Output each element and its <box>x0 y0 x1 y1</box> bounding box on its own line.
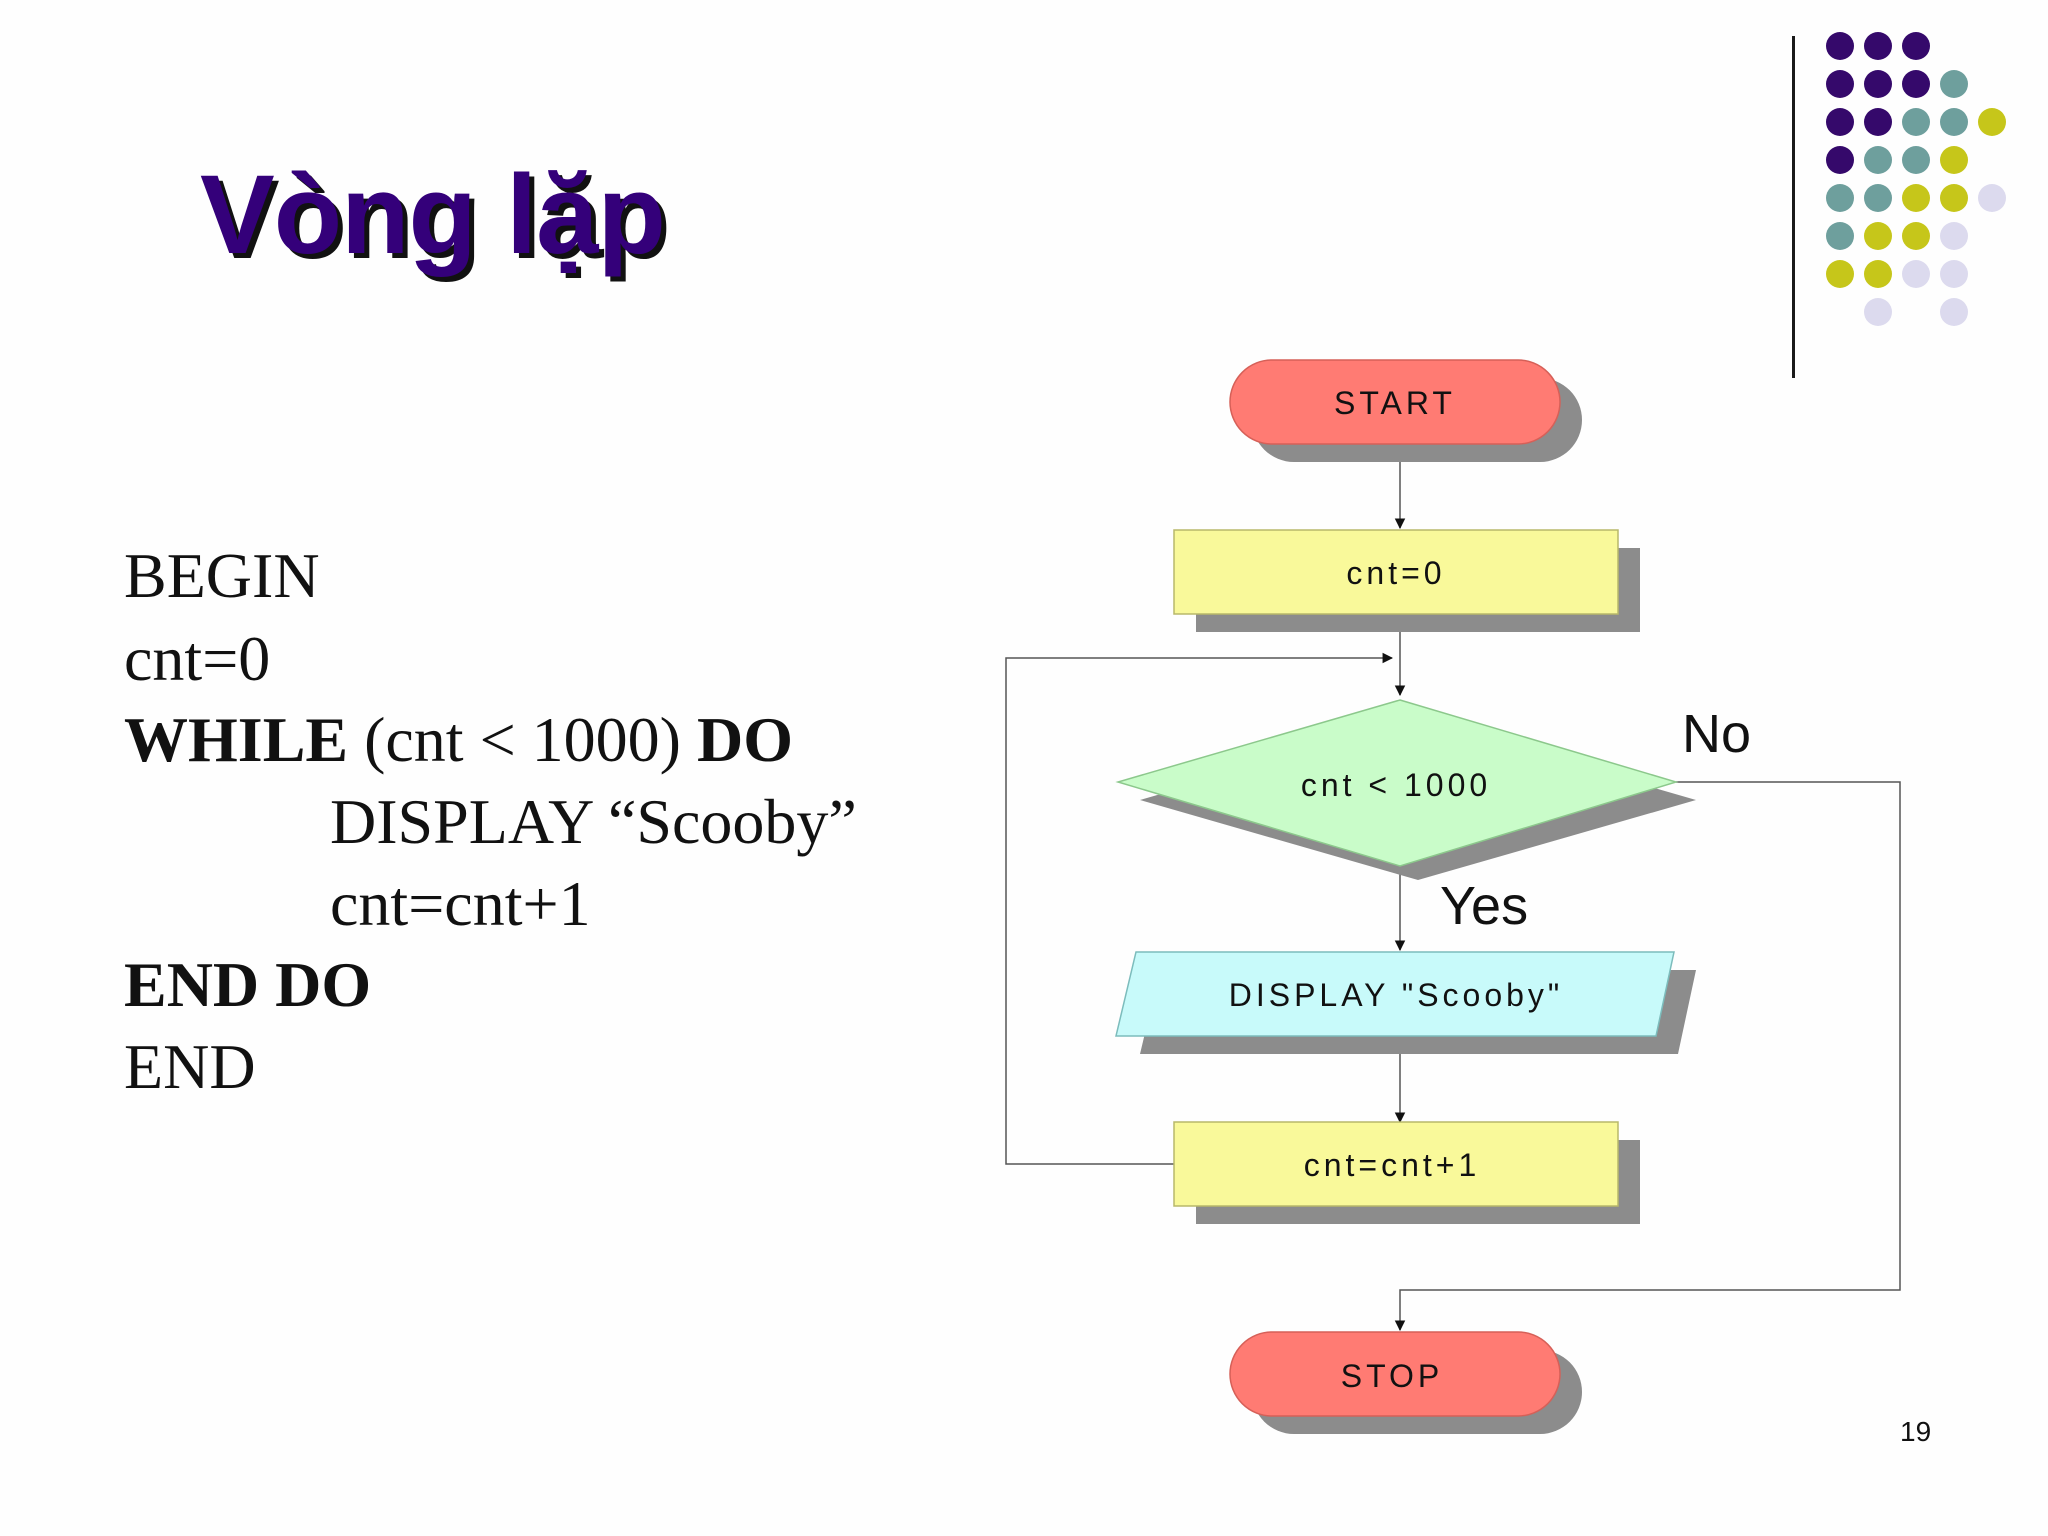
slide-title: Vòng lặp <box>200 152 666 277</box>
flow-start-node: START <box>1229 359 1582 462</box>
connector-loop-back <box>1005 652 1394 1165</box>
decor-dot <box>1826 146 1854 174</box>
flow-display-label: DISPLAY "Scooby" <box>1229 977 1564 1013</box>
code-while-condition: (cnt < 1000) <box>348 704 697 775</box>
decor-dot <box>1902 32 1930 60</box>
code-keyword-while: WHILE <box>124 704 349 775</box>
page-number: 19 <box>1900 1416 1932 1447</box>
connector-no-to-stop <box>1394 781 1901 1332</box>
decor-dot <box>1826 32 1854 60</box>
decor-dot <box>1940 260 1968 288</box>
decor-dot <box>1978 184 2006 212</box>
flow-increment-label: cnt=cnt+1 <box>1304 1147 1481 1183</box>
code-line-increment: cnt=cnt+1 <box>330 868 591 939</box>
decorative-vertical-line <box>1792 36 1795 378</box>
decor-dot <box>1864 32 1892 60</box>
decor-dot <box>1864 146 1892 174</box>
code-line-display: DISPLAY “Scooby” <box>330 786 857 857</box>
decor-dot <box>1940 108 1968 136</box>
decor-dot <box>1826 222 1854 250</box>
decor-dot <box>1864 298 1892 326</box>
decor-dot <box>1902 146 1930 174</box>
decor-dot <box>1864 70 1892 98</box>
decor-dot <box>1902 222 1930 250</box>
decor-dot <box>1826 184 1854 212</box>
decor-dot <box>1940 184 1968 212</box>
decor-dot <box>1902 184 1930 212</box>
code-line-init: cnt=0 <box>124 623 271 694</box>
decor-dot <box>1864 108 1892 136</box>
code-line-end-do: END DO <box>124 949 372 1020</box>
decor-dot <box>1826 108 1854 136</box>
flow-init-node: cnt=0 <box>1173 529 1640 632</box>
flow-increment-node: cnt=cnt+1 <box>1173 1121 1640 1224</box>
decor-dot <box>1902 260 1930 288</box>
code-line-while: WHILE (cnt < 1000) DO <box>124 708 793 772</box>
code-line-end: END <box>124 1031 256 1102</box>
decor-dot <box>1940 222 1968 250</box>
flow-condition-label: cnt < 1000 <box>1301 767 1491 803</box>
decor-dot <box>1940 298 1968 326</box>
flow-stop-label: STOP <box>1341 1358 1444 1394</box>
decor-dot <box>1864 184 1892 212</box>
flow-no-label: No <box>1682 704 1751 764</box>
decor-dot <box>1978 108 2006 136</box>
flow-init-label: cnt=0 <box>1346 555 1445 591</box>
decor-dot <box>1902 70 1930 98</box>
flow-stop-node: STOP <box>1229 1331 1582 1434</box>
code-keyword-do: DO <box>696 704 793 775</box>
flow-display-node: DISPLAY "Scooby" <box>1115 951 1696 1054</box>
decor-dot <box>1826 260 1854 288</box>
decor-dot <box>1902 108 1930 136</box>
flow-start-label: START <box>1334 385 1456 421</box>
decor-dot <box>1940 146 1968 174</box>
decor-dot <box>1826 70 1854 98</box>
decor-dot <box>1864 222 1892 250</box>
decor-dot <box>1940 70 1968 98</box>
flow-condition-node: cnt < 1000 <box>1115 699 1696 880</box>
flow-yes-label: Yes <box>1440 876 1528 936</box>
code-line-begin: BEGIN <box>124 540 320 611</box>
decor-dot <box>1864 260 1892 288</box>
